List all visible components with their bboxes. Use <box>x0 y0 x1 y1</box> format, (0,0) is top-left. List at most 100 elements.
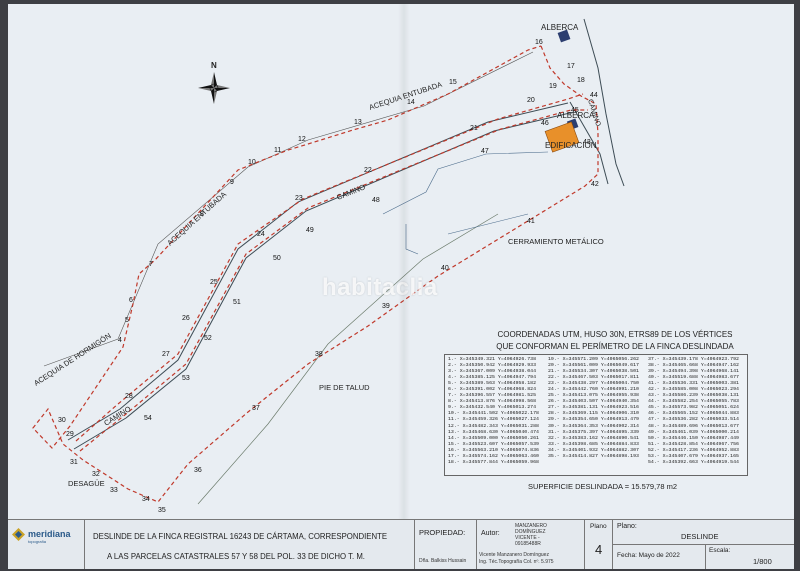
coordinate-row: 7.- X=345396.557 Y=4064981.525 <box>448 393 537 399</box>
plano-number-label: Plano <box>590 523 607 530</box>
svg-text:7: 7 <box>149 261 153 268</box>
svg-text:40: 40 <box>441 265 449 272</box>
svg-text:47: 47 <box>481 148 489 155</box>
coordinate-row: 25.- X=345413.075 Y=4064955.938 <box>548 393 639 399</box>
svg-text:12: 12 <box>298 136 306 143</box>
coordinate-row: 48.- X=345489.696 Y=4065013.677 <box>648 423 739 429</box>
svg-text:35: 35 <box>158 507 166 514</box>
coordinate-row: 22.- X=345467.503 Y=4065017.811 <box>548 375 639 381</box>
label-acequia-hormigon: ACEQUIA DE HORMIGÓN <box>32 331 112 388</box>
north-arrow-icon <box>198 72 230 104</box>
logo-subtitle: topografía <box>28 539 47 544</box>
coordinates-title-line2: QUE CONFORMAN EL PERÍMETRO DE LA FINCA D… <box>496 342 734 351</box>
slope-line <box>197 213 499 505</box>
coordinate-row: 32.- X=345383.162 Y=4064890.541 <box>548 435 639 441</box>
svg-text:19: 19 <box>549 83 557 90</box>
coordinate-row: 33.- X=345398.685 Y=4064884.833 <box>548 441 639 447</box>
escala-value: 1/800 <box>753 557 772 566</box>
pool-1 <box>557 29 571 43</box>
coordinate-row: 41.- X=345536.331 Y=4065003.381 <box>648 381 739 387</box>
coordinate-row: 4.- X=345385.125 Y=4064947.794 <box>448 375 537 381</box>
svg-text:14: 14 <box>407 99 415 106</box>
coordinate-row: 40.- X=345519.688 Y=4064983.677 <box>648 375 739 381</box>
svg-text:41: 41 <box>527 218 535 225</box>
svg-text:36: 36 <box>194 467 202 474</box>
coordinate-row: 54.- X=345392.663 Y=4064919.544 <box>648 459 739 465</box>
coordinate-row: 51.- X=345428.854 Y=4064967.756 <box>648 441 739 447</box>
fecha: Fecha: Mayo de 2022 <box>617 552 680 559</box>
coordinate-row: 44.- X=345582.254 Y=4065055.783 <box>648 399 739 405</box>
coordinate-row: 31.- X=345375.397 Y=4064895.339 <box>548 429 639 435</box>
coordinate-row: 20.- X=345561.009 Y=4065049.617 <box>548 363 639 369</box>
coordinate-row: 11.- X=345459.326 Y=4065027.124 <box>448 417 539 423</box>
svg-text:31: 31 <box>70 459 78 466</box>
title-description-cell: DESLINDE DE LA FINCA REGISTRAL 16243 DE … <box>84 520 414 569</box>
escala-divider <box>705 544 706 569</box>
svg-text:17: 17 <box>567 63 575 70</box>
svg-text:30: 30 <box>58 417 66 424</box>
fence-line <box>382 151 549 215</box>
svg-text:32: 32 <box>92 471 100 478</box>
coordinate-row: 43.- X=345586.239 Y=4065038.131 <box>648 393 739 399</box>
svg-text:53: 53 <box>182 375 190 382</box>
label-alberca-1: ALBERCA <box>541 23 579 32</box>
svg-text:52: 52 <box>204 335 212 342</box>
autor-cell: Autor: MANZANERO DOMÍNGUEZ VICENTE - 091… <box>476 520 584 569</box>
ditch-lines <box>43 51 534 367</box>
svg-text:38: 38 <box>315 351 323 358</box>
coordinate-row: 46.- X=345565.152 Y=4065044.883 <box>648 411 739 417</box>
label-acequia-entubada-2: ACEQUIA ENTUBADA <box>165 190 228 248</box>
coordinate-row: 5.- X=345389.563 Y=4064958.182 <box>448 381 537 387</box>
coordinate-row: 35.- X=345414.827 Y=4064898.193 <box>548 453 639 459</box>
coordinate-row: 29.- X=345354.650 Y=4064913.479 <box>548 417 639 423</box>
coordinate-row: 10.- X=345441.502 Y=4065022.178 <box>448 411 539 417</box>
coordinate-row: 37.- X=345439.178 Y=4064923.792 <box>648 357 739 362</box>
svg-text:6: 6 <box>129 297 133 304</box>
coordinate-row: 52.- X=345417.236 Y=4064952.883 <box>648 447 739 453</box>
coordinate-row: 2.- X=345350.942 Y=4064929.933 <box>448 363 537 369</box>
coordinate-row: 34.- X=345401.932 Y=4064882.307 <box>548 447 639 453</box>
coordinate-row: 28.- X=345369.115 Y=4064906.310 <box>548 411 639 417</box>
svg-text:13: 13 <box>354 119 362 126</box>
coordinate-row: 42.- X=345585.008 Y=4065023.294 <box>648 387 739 393</box>
plano-value: DESLINDE <box>681 532 719 541</box>
label-acequia-entubada-1: ACEQUIA ENTUBADA <box>368 80 443 112</box>
label-alberca-2: ALBERCA <box>557 111 595 120</box>
autor-stamp-3: VICENTE - <box>515 535 540 541</box>
svg-text:18: 18 <box>577 77 585 84</box>
coordinate-row: 49.- X=345461.039 Y=4065000.214 <box>648 429 739 435</box>
coordinate-row: 8.- X=345413.876 Y=4064998.568 <box>448 399 537 405</box>
svg-text:15: 15 <box>449 79 457 86</box>
coordinate-row: 39.- X=345494.398 Y=4064968.141 <box>648 369 739 375</box>
propiedad-value: Dña. Balkiss Hussain <box>419 558 467 564</box>
svg-text:42: 42 <box>591 181 599 188</box>
plano-label: Plano: <box>617 523 637 530</box>
label-cerramiento: CERRAMIENTO METÁLICO <box>508 237 604 246</box>
svg-text:28: 28 <box>125 393 133 400</box>
propiedad-label: PROPIEDAD: <box>419 528 466 537</box>
svg-text:11: 11 <box>274 147 281 154</box>
company-logo: meridiana topografía <box>12 526 78 566</box>
svg-text:4: 4 <box>118 337 122 344</box>
surface-area: SUPERFICIE DESLINDADA = 15.579,78 m2 <box>528 482 678 491</box>
autor-label: Autor: <box>481 530 500 537</box>
autor-stamp-2: DOMÍNGUEZ <box>515 529 546 535</box>
svg-text:45: 45 <box>571 107 579 114</box>
road-lines <box>67 18 625 450</box>
svg-text:43: 43 <box>583 139 591 146</box>
svg-text:39: 39 <box>382 303 390 310</box>
coordinate-row: 14.- X=345509.000 Y=4065050.261 <box>448 435 539 441</box>
coordinate-row: 13.- X=345468.630 Y=4065040.474 <box>448 429 539 435</box>
svg-text:9: 9 <box>230 179 234 186</box>
escala-label: Escala: <box>709 547 731 554</box>
svg-text:20: 20 <box>527 97 535 104</box>
coordinate-row: 16.- X=345563.210 Y=4065074.836 <box>448 447 539 453</box>
svg-text:48: 48 <box>372 197 380 204</box>
building <box>544 121 580 153</box>
label-edificacion: EDIFICACIÓN <box>545 141 597 150</box>
